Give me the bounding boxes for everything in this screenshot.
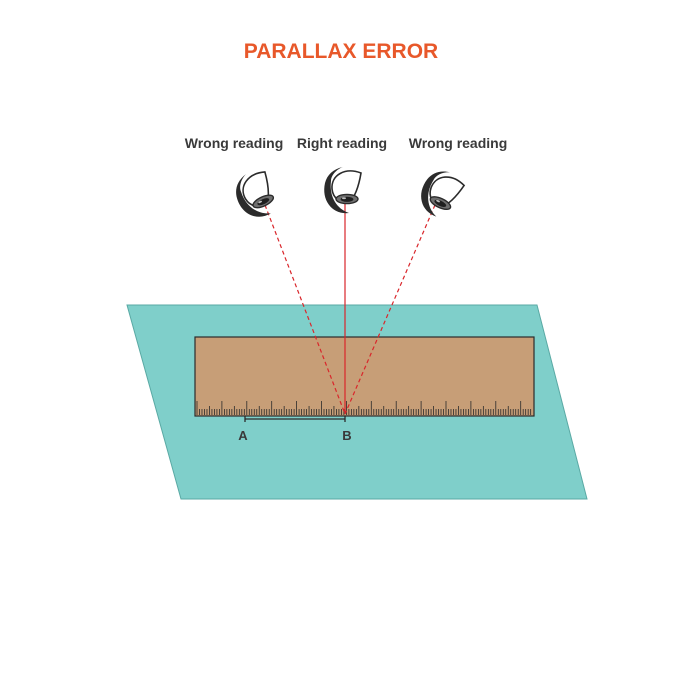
marker-b: B [342, 428, 351, 443]
ruler [194, 336, 535, 417]
eye-icon [324, 167, 362, 214]
ruler-ticks [196, 401, 532, 415]
sight-line-wrong-right [344, 204, 436, 415]
page-title: PARALLAX ERROR [244, 40, 438, 63]
ruler-body [194, 336, 535, 417]
marker-a: A [238, 428, 248, 443]
eye-icon [236, 171, 275, 217]
label-wrong-reading-left: Wrong reading [185, 135, 284, 151]
label-wrong-reading-right: Wrong reading [409, 135, 508, 151]
sight-line-wrong-left [264, 204, 346, 415]
label-right-reading: Right reading [297, 135, 387, 151]
eye-icon [421, 171, 466, 217]
sight-lines [264, 204, 436, 415]
measurement-segment [244, 416, 346, 422]
